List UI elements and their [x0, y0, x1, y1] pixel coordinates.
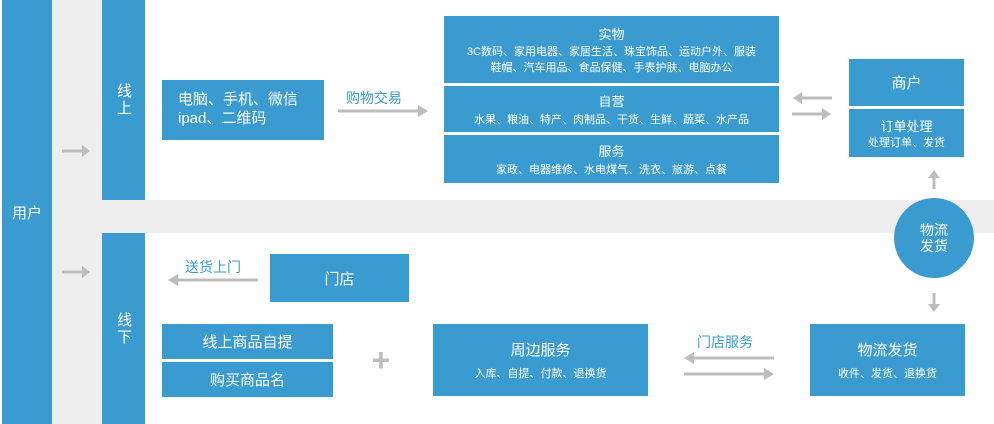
logistics-box: 物流发货 收件、发货、退换货	[810, 324, 965, 396]
arrow-user-to-offline	[62, 266, 90, 278]
category-physical-title: 实物	[598, 26, 625, 42]
store-service-label: 门店服务	[697, 334, 753, 350]
arrow-up-to-merchant	[928, 170, 940, 189]
buy-box: 购买商品名	[162, 362, 333, 397]
category-self-run-desc: 水果、粮油、特产、肉制品、干货、生鲜、蔬菜、水产品	[474, 113, 749, 126]
middle-gray-band	[102, 200, 994, 233]
logistics-box-title: 物流发货	[857, 341, 918, 359]
order-processing-title: 订单处理	[880, 118, 933, 134]
store-label: 门店	[324, 270, 355, 288]
offline-column: 线下	[102, 233, 145, 424]
online-entry-box: 电脑、手机、微信 ipad、二维码	[162, 80, 324, 140]
buy-label: 购买商品名	[209, 372, 285, 389]
nearby-services-box: 周边服务 入库、自提、付款、退换货	[433, 324, 648, 396]
store-box: 门店	[270, 254, 409, 302]
nearby-services-title: 周边服务	[510, 341, 571, 359]
arrow-down-to-logistics	[928, 293, 940, 312]
delivery-label: 送货上门	[185, 259, 241, 275]
nearby-services-desc: 入库、自提、付款、退换货	[474, 367, 607, 380]
user-column: 用户	[2, 0, 52, 424]
user-label: 用户	[11, 204, 42, 222]
arrow-delivery	[168, 274, 258, 286]
online-entry-text: 电脑、手机、微信 ipad、二维码	[178, 91, 299, 127]
merchant-box: 商户	[849, 59, 964, 106]
plus-sign: +	[371, 341, 391, 378]
online-column: 线上	[102, 0, 145, 200]
arrow-two-way-online	[792, 92, 832, 120]
logistics-circle-label: 物流发货	[920, 222, 948, 254]
order-processing-box: 订单处理 处理订单、发货	[849, 109, 964, 157]
online-label: 线上	[115, 83, 132, 117]
order-processing-desc: 处理订单、发货	[868, 136, 945, 149]
trade-label: 购物交易	[346, 90, 402, 106]
logistics-box-desc: 收件、发货、退换货	[838, 367, 937, 380]
arrow-trade	[338, 105, 428, 117]
pickup-label: 线上商品自提	[202, 334, 293, 351]
category-service-title: 服务	[598, 143, 625, 159]
left-gray-column	[52, 0, 102, 424]
merchant-title: 商户	[891, 75, 922, 92]
category-self-run-title: 自营	[598, 93, 625, 109]
category-service: 服务 家政、电器维修、水电煤气、洗衣、旅游、点餐	[444, 135, 779, 183]
category-physical: 实物 3C数码、家用电器、家居生活、珠宝饰品、运动户外、服装鞋帽、汽车用品、食品…	[444, 16, 779, 83]
arrow-user-to-online	[62, 145, 90, 157]
category-physical-desc: 3C数码、家用电器、家居生活、珠宝饰品、运动户外、服装鞋帽、汽车用品、食品保健、…	[466, 45, 757, 74]
pickup-box: 线上商品自提	[162, 324, 333, 359]
offline-label: 线下	[115, 311, 132, 346]
logistics-circle: 物流发货	[894, 198, 974, 278]
arrow-two-way-offline	[684, 352, 774, 380]
category-service-desc: 家政、电器维修、水电煤气、洗衣、旅游、点餐	[496, 163, 727, 176]
category-self-run: 自营 水果、粮油、特产、肉制品、干货、生鲜、蔬菜、水产品	[444, 86, 779, 132]
